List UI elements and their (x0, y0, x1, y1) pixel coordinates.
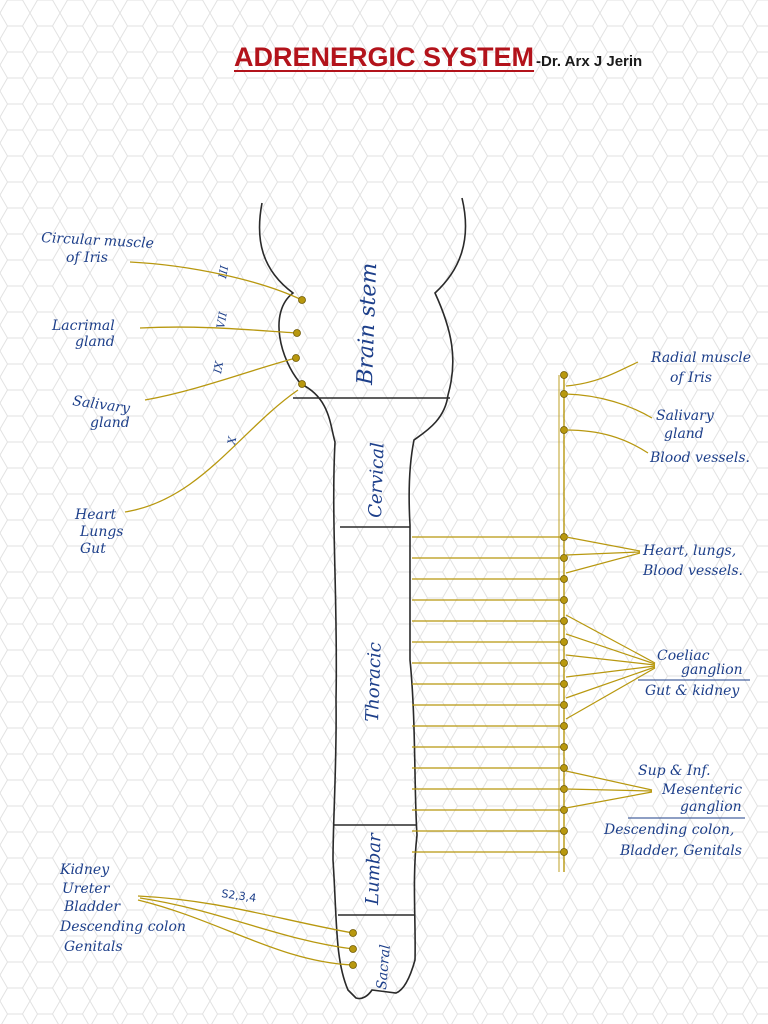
sympathetic-ganglion (560, 659, 568, 667)
radial-label-line2: of Iris (670, 370, 712, 386)
spinal-cord-outline (258, 197, 467, 1000)
cranial-nerve-nuclei (292, 296, 357, 969)
sympathetic-ganglion (560, 722, 568, 730)
region-label-sacral: Sacral (374, 944, 394, 991)
right-target-mesenteric: Sup & Inf. Mesenteric ganglion Descendin… (603, 763, 745, 859)
left-target-lacrimal: Lacrimal gland (51, 318, 115, 350)
postganglionic-fibers (565, 361, 656, 809)
right-target-heart: Heart, lungs, Blood vessels. (642, 543, 743, 579)
left-target-iris: Circular muscle of Iris (41, 230, 154, 266)
preganglionic-fibers (412, 536, 564, 853)
author-credit: -Dr. Arx J Jerin (536, 53, 643, 70)
iris-label-line2: of Iris (66, 250, 108, 266)
right-target-radial: Radial muscle of Iris (650, 350, 751, 386)
sympathetic-ganglion (560, 806, 568, 814)
mesenteric-line1: Sup & Inf. (638, 763, 711, 779)
mesenteric-line4: Descending colon, (603, 822, 734, 838)
sympathetic-ganglion (560, 554, 568, 562)
coeliac-line3: Gut & kidney (645, 683, 740, 699)
left-target-heart: Heart Lungs Gut (74, 507, 123, 557)
region-label-brain-stem: Brain stem (353, 262, 382, 386)
right-target-vessels: Blood vessels. (649, 450, 750, 466)
right-salivary-line1: Salivary (656, 408, 715, 424)
right-heart-line2: Blood vessels. (642, 563, 743, 579)
coeliac-line2: ganglion (681, 662, 743, 678)
mesenteric-line3: ganglion (680, 799, 742, 815)
sacral-nerves-label: S2,3,4 (221, 887, 257, 905)
right-salivary-line2: gland (664, 426, 704, 442)
cranial-nerve-iii: III (216, 264, 231, 281)
coeliac-line1: Coeliac (657, 648, 710, 664)
sympathetic-ganglion (560, 701, 568, 709)
cranial-nerve-x: X (225, 434, 240, 446)
sympathetic-ganglion (560, 617, 568, 625)
page-title: ADRENERGIC SYSTEM (234, 42, 535, 72)
salivary-label-line2: gland (90, 415, 130, 431)
sympathetic-ganglion (560, 827, 568, 835)
region-label-lumbar: Lumbar (362, 832, 386, 907)
cranial-nerve-fibers (124, 261, 354, 966)
cranial-nerve-ix: IX (211, 359, 226, 375)
pelvic-label-line4: Descending colon (59, 919, 186, 935)
sympathetic-ganglion (560, 743, 568, 751)
pelvic-label-line2: Ureter (62, 881, 111, 897)
sympathetic-ganglia (560, 371, 568, 856)
sympathetic-ganglion (560, 638, 568, 646)
heart-label-line3: Gut (80, 541, 106, 557)
right-heart-line1: Heart, lungs, (642, 543, 736, 559)
heart-label-line1: Heart (74, 507, 117, 523)
mesenteric-line2: Mesenteric (661, 782, 742, 798)
left-target-pelvic: Kidney Ureter Bladder Descending colon G… (59, 862, 186, 955)
cranial-nerve-vii: VII (214, 310, 230, 329)
sympathetic-ganglion (560, 848, 568, 856)
region-label-cervical: Cervical (365, 442, 389, 518)
lacrimal-label-line1: Lacrimal (51, 318, 115, 334)
sympathetic-ganglion (560, 764, 568, 772)
radial-label-line1: Radial muscle (650, 350, 751, 366)
cervical-ganglion (560, 371, 568, 379)
iris-label-line1: Circular muscle (41, 230, 154, 252)
region-label-thoracic: Thoracic (362, 642, 386, 722)
pelvic-label-line5: Genitals (64, 939, 123, 955)
heart-label-line2: Lungs (79, 524, 123, 540)
sympathetic-ganglion (560, 680, 568, 688)
pelvic-label-line1: Kidney (59, 862, 110, 878)
right-target-salivary: Salivary gland (656, 408, 715, 442)
mesenteric-line5: Bladder, Genitals (619, 843, 742, 859)
sympathetic-ganglion (560, 596, 568, 604)
title-block: ADRENERGIC SYSTEM-Dr. Arx J Jerin (234, 42, 642, 73)
lacrimal-label-line2: gland (75, 334, 115, 350)
pelvic-label-line3: Bladder (63, 899, 121, 915)
sympathetic-ganglion (560, 575, 568, 583)
right-target-coeliac: Coeliac ganglion Gut & kidney (638, 648, 750, 699)
